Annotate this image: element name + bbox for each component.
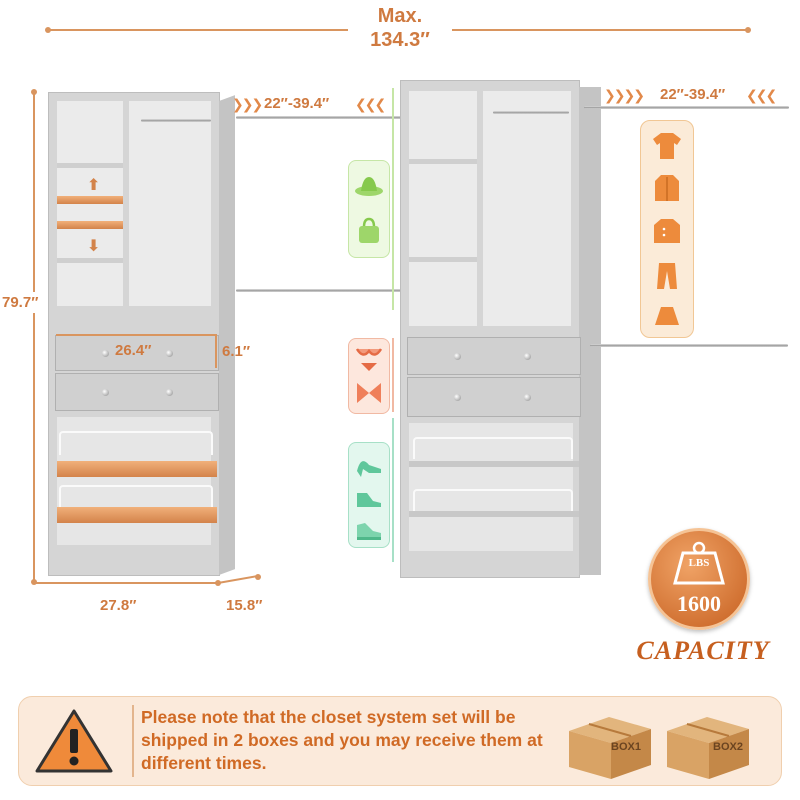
rod-arrows-left-end: ❮❮❮ [355, 96, 386, 112]
right-unit-hanging-section [483, 91, 571, 326]
sneaker-icon [351, 511, 387, 547]
up-arrow-icon: ⬆ [87, 177, 101, 194]
drawer-width-label: 26.4″ [113, 342, 154, 359]
drawer-knob [454, 394, 461, 401]
middle-hanging-rod-bottom [236, 289, 404, 292]
right-unit-shoe-shelf [409, 461, 579, 467]
drawer-knob [166, 389, 173, 396]
drawer-knob [102, 350, 109, 357]
rod-arrows-right-end: ❮❮❮ [746, 87, 777, 103]
clothing-icon-panel [640, 120, 694, 338]
right-unit-shoe-section [409, 423, 573, 551]
width-dimension-line [33, 582, 218, 584]
shoe-rail [59, 431, 213, 455]
weight-icon [669, 541, 729, 585]
accessory-icon-panel [348, 160, 390, 258]
depth-label: 15.8″ [226, 597, 263, 614]
drawer-height-line [215, 334, 217, 368]
right-unit-drawer-bottom [407, 377, 581, 417]
shoe-rail [413, 489, 573, 511]
left-unit-shoe-shelf-highlight [57, 461, 217, 477]
capacity-value: 1600 [677, 591, 721, 616]
drawer-height-label: 6.1″ [222, 343, 251, 360]
rod-left-label: 22″-39.4″ [264, 95, 330, 112]
rod-arrows-left: ❯❯❯ [232, 96, 263, 112]
shoe-icon-panel [348, 442, 390, 548]
right-hanging-rod-top [584, 106, 789, 109]
height-dimension-line [33, 92, 35, 582]
left-unit-shelf [57, 163, 123, 168]
drawer-width-line [56, 334, 216, 336]
shirt-icon [649, 127, 685, 163]
notice-text: Please note that the closet system set w… [141, 707, 543, 773]
shoe-icon [351, 479, 387, 515]
handbag-icon [351, 213, 387, 249]
hat-icon [351, 167, 387, 203]
box2-icon [663, 711, 753, 781]
undergarment-icon-panel [348, 338, 390, 414]
right-unit-shelf [409, 159, 477, 164]
right-unit-hanging-rod [493, 111, 569, 114]
skirt-icon [649, 297, 685, 333]
notice-divider [132, 705, 134, 777]
max-dimension: Max. 134.3″ [350, 4, 450, 52]
drawer-knob [166, 350, 173, 357]
drawer-knob [524, 353, 531, 360]
drawer-knob [524, 394, 531, 401]
right-closet-unit [400, 80, 601, 578]
jacket-icon [649, 169, 685, 205]
left-unit-shoe-shelf-highlight [57, 507, 217, 523]
cardigan-icon [649, 213, 685, 249]
middle-hanging-rod-top [236, 116, 404, 119]
left-unit-side-panel [219, 95, 235, 575]
capacity-label: CAPACITY [636, 636, 770, 665]
max-label: Max. [377, 5, 423, 27]
right-unit-shoe-shelf [409, 511, 579, 517]
width-label: 27.8″ [100, 597, 137, 614]
rod-right-label: 22″-39.4″ [660, 86, 726, 103]
height-cap-top [31, 89, 37, 95]
warning-icon [33, 707, 115, 775]
accessory-bracket [392, 88, 400, 310]
shoe-bracket [392, 418, 400, 562]
bow-icon [351, 375, 387, 411]
right-hanging-rod-bottom [590, 344, 788, 347]
shoe-rail [59, 485, 213, 509]
height-label: 79.7″ [2, 292, 39, 313]
down-arrow-icon: ⬇ [87, 238, 101, 255]
right-unit-drawer-top [407, 337, 581, 375]
left-unit-adjustable-shelf [57, 221, 123, 229]
drawer-knob [454, 353, 461, 360]
left-unit-shelf [57, 258, 123, 263]
depth-cap [255, 574, 261, 580]
right-unit-shelf [409, 257, 477, 262]
box1-label: BOX1 [611, 741, 641, 753]
left-unit-drawer-bottom [55, 373, 219, 411]
box1-icon [565, 711, 655, 781]
depth-dimension-line [217, 575, 258, 584]
shoe-rail [413, 437, 573, 459]
bikini-icon [351, 339, 387, 375]
left-unit-adjustable-shelf [57, 196, 123, 204]
max-value: 134.3″ [370, 29, 430, 51]
undergarment-bracket [392, 338, 400, 412]
drawer-knob [102, 389, 109, 396]
rod-arrows-right: ❯❯❯❯ [604, 87, 645, 103]
max-dimension-line-right [452, 29, 748, 31]
capacity-badge: LBS 1600 [648, 528, 750, 630]
right-unit-shelf-column [409, 91, 477, 326]
left-unit-hanging-rod [141, 119, 211, 122]
right-unit-side-panel [579, 87, 601, 575]
heel-icon [351, 445, 387, 481]
max-line-cap-left [45, 27, 51, 33]
max-dimension-line-left [48, 29, 348, 31]
shipping-notice: Please note that the closet system set w… [18, 696, 782, 786]
capacity-unit: LBS [688, 557, 710, 569]
box2-label: BOX2 [713, 741, 743, 753]
max-line-cap-right [745, 27, 751, 33]
left-unit-shoe-section [57, 417, 211, 545]
pants-icon [649, 257, 685, 293]
left-unit-hanging-section [129, 101, 211, 306]
